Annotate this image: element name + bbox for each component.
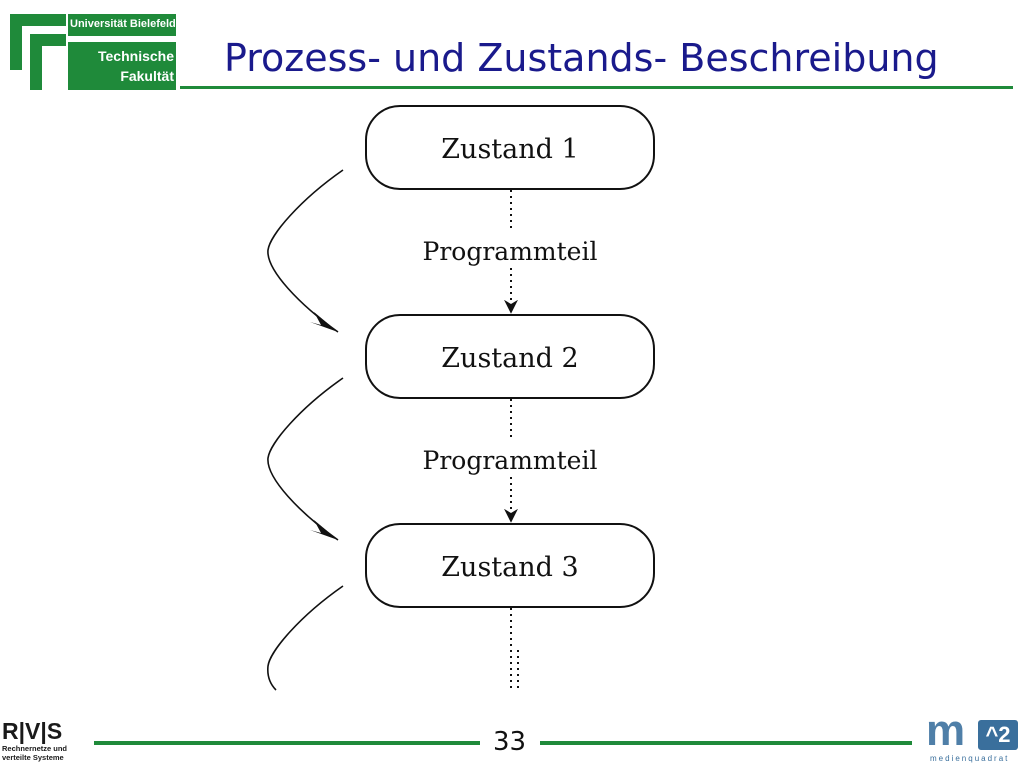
logo-bar bbox=[68, 42, 176, 90]
curved-arrow bbox=[267, 377, 344, 541]
medienquadrat-logo: m ^2 medienquadrat bbox=[926, 706, 1020, 766]
rvs-line1: Rechnernetze und bbox=[2, 744, 68, 753]
footer-divider-left bbox=[94, 741, 480, 745]
curved-arrow bbox=[267, 169, 344, 333]
logo-line1: Technische bbox=[98, 48, 174, 64]
arrowhead bbox=[310, 520, 338, 540]
state-label-1: Zustand 1 bbox=[441, 134, 578, 165]
arrowhead bbox=[310, 312, 338, 332]
transition-label-2: Programmteil bbox=[423, 446, 598, 475]
logo-bar bbox=[10, 14, 22, 70]
state-box-2 bbox=[365, 314, 655, 399]
state-box-1 bbox=[365, 105, 655, 190]
title-divider bbox=[180, 86, 1013, 89]
rvs-mark: R|V|S bbox=[2, 718, 63, 744]
page-title: Prozess- und Zustands- Beschreibung bbox=[224, 36, 939, 80]
m2-mark: m bbox=[926, 706, 965, 755]
rvs-logo: R|V|S Rechnernetze und verteilte Systeme bbox=[2, 718, 92, 764]
page-number: 33 bbox=[493, 727, 527, 757]
logo-bar bbox=[68, 14, 176, 36]
transition-label-1: Programmteil bbox=[423, 237, 598, 266]
university-logo: Universität Bielefeld Technische Fakultä… bbox=[10, 14, 176, 90]
logo-bar bbox=[10, 14, 66, 26]
state-label-3: Zustand 3 bbox=[441, 552, 578, 583]
m2-box: ^2 bbox=[978, 720, 1018, 750]
footer-divider-right bbox=[540, 741, 912, 745]
state-diagram: Zustand 1 Zustand 2 Zustand 3 Programmte… bbox=[267, 105, 655, 691]
logo-line2: Fakultät bbox=[120, 68, 174, 84]
logo-university: Universität Bielefeld bbox=[70, 18, 176, 30]
logo-bar bbox=[30, 34, 42, 90]
state-box-3 bbox=[365, 523, 655, 608]
state-label-2: Zustand 2 bbox=[441, 343, 578, 374]
m2-subtitle: medienquadrat bbox=[930, 754, 1010, 763]
curved-arrow bbox=[267, 585, 344, 691]
rvs-line2: verteilte Systeme bbox=[2, 753, 64, 762]
